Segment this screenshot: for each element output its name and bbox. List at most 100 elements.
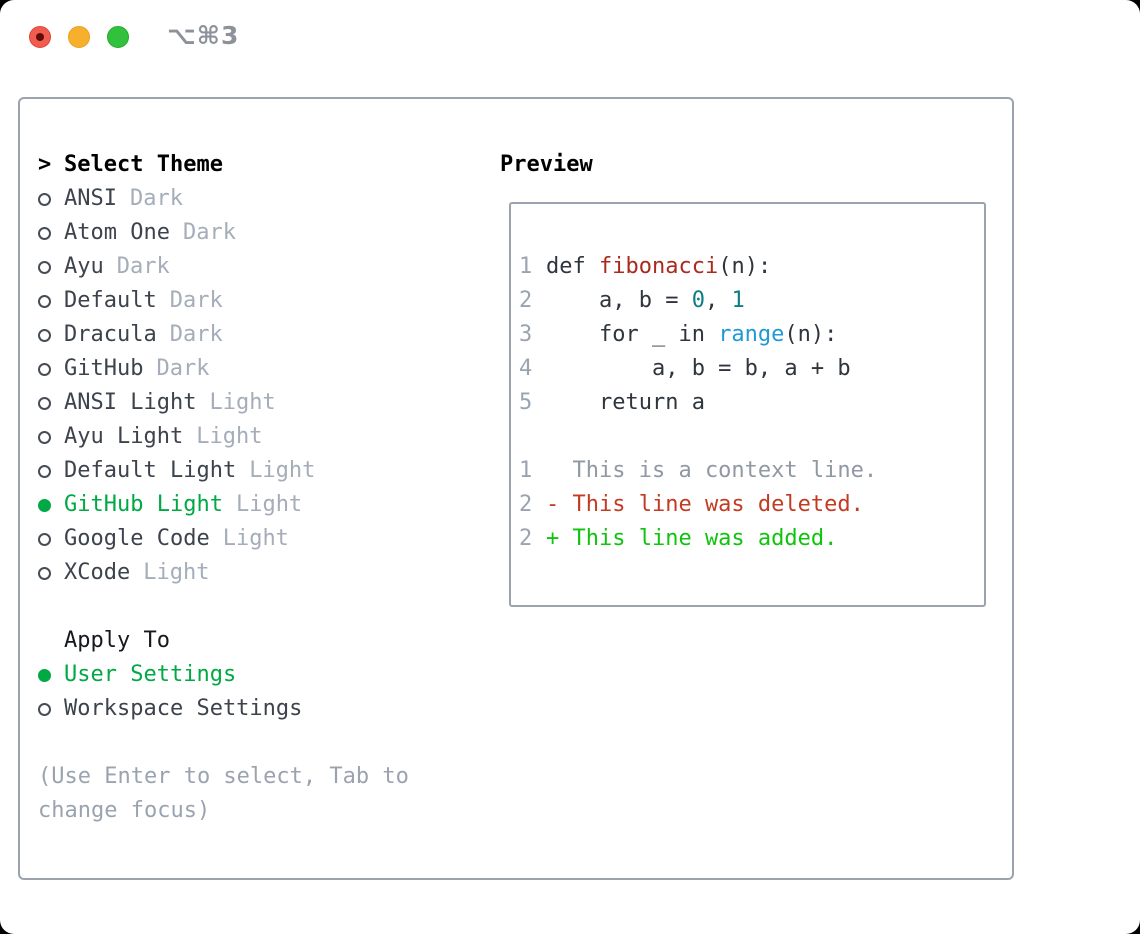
radio-unselected-icon	[38, 260, 51, 274]
radio-unselected-icon	[38, 464, 51, 478]
radio-marker	[38, 226, 64, 240]
radio-unselected-icon	[38, 566, 51, 580]
theme-option-xcode-light[interactable]: XCode Light	[38, 556, 478, 590]
preview-label: Preview	[500, 152, 593, 177]
radio-marker	[38, 260, 64, 274]
radio-unselected-icon	[38, 226, 51, 240]
apply-to-header: Apply To	[38, 624, 478, 658]
line-number: 2	[519, 526, 533, 551]
radio-unselected-icon	[38, 192, 51, 206]
code-token-default: for _ in	[546, 322, 719, 347]
code-line: 2 a, b = 0, 1	[519, 284, 984, 318]
radio-selected-icon	[38, 668, 51, 682]
code-token-default: def	[546, 254, 599, 279]
radio-marker	[38, 328, 64, 342]
code-token-context: This is a context line.	[546, 458, 878, 483]
unsaved-dot-icon	[36, 33, 44, 41]
line-number: 1	[519, 254, 533, 279]
radio-marker	[38, 294, 64, 308]
theme-variant-tag: Dark	[169, 322, 223, 347]
code-line: 2 + This line was added.	[519, 522, 984, 556]
code-token-added: + This line was added.	[546, 526, 838, 551]
code-line	[519, 420, 984, 454]
theme-option-dracula-dark[interactable]: Dracula Dark	[38, 318, 478, 352]
code-line: 2- This line was deleted.	[519, 488, 984, 522]
code-token-number: 0	[691, 288, 705, 313]
theme-name: ANSI	[64, 186, 117, 211]
theme-variant-tag: Dark	[182, 220, 236, 245]
code-token-default: a, b = b, a + b	[546, 356, 851, 381]
radio-unselected-icon	[38, 532, 51, 546]
radio-marker	[38, 668, 64, 682]
apply-option-name: Workspace Settings	[64, 696, 303, 721]
radio-marker	[38, 192, 64, 206]
theme-name: Atom One	[64, 220, 170, 245]
minimize-button[interactable]	[68, 26, 90, 48]
theme-option-default-light-light[interactable]: Default Light Light	[38, 454, 478, 488]
theme-name: Ayu Light	[64, 424, 184, 449]
theme-variant-tag: Light	[235, 492, 303, 517]
select-theme-header: > Select Theme	[38, 148, 478, 182]
theme-variant-tag: Light	[143, 560, 210, 585]
theme-variant-tag: Dark	[116, 254, 170, 279]
code-line: 3 for _ in range(n):	[519, 318, 984, 352]
hint-text: (Use Enter to select, Tab to change focu…	[38, 764, 409, 823]
radio-unselected-icon	[38, 396, 51, 410]
theme-name: XCode	[64, 560, 131, 585]
close-button[interactable]	[29, 26, 51, 48]
radio-unselected-icon	[38, 328, 51, 342]
select-theme-label: Select Theme	[64, 152, 223, 177]
code-token-function: fibonacci	[598, 254, 719, 279]
theme-name: Default Light	[64, 458, 237, 483]
theme-name: ANSI Light	[64, 390, 197, 415]
line-number: 4	[519, 356, 533, 381]
theme-option-atom-one-dark[interactable]: Atom One Dark	[38, 216, 478, 250]
theme-variant-tag: Light	[249, 458, 316, 483]
theme-option-github-light-light[interactable]: GitHub Light Light	[38, 488, 478, 522]
theme-name: Default	[64, 288, 157, 313]
radio-marker	[38, 430, 64, 444]
apply-option-user-settings[interactable]: User Settings	[38, 658, 478, 692]
line-number	[519, 420, 546, 454]
radio-marker	[38, 498, 64, 512]
zoom-button[interactable]	[107, 26, 129, 48]
theme-name: GitHub	[64, 356, 144, 381]
code-token-number: 1	[731, 288, 745, 313]
window-title: ⌥⌘3	[167, 21, 240, 50]
code-token-default: ,	[704, 288, 732, 313]
code-line: 1 This is a context line.	[519, 454, 984, 488]
theme-variant-tag: Dark	[169, 288, 223, 313]
theme-option-ansi-dark[interactable]: ANSI Dark	[38, 182, 478, 216]
apply-option-workspace-settings[interactable]: Workspace Settings	[38, 692, 478, 726]
line-number: 2	[519, 288, 533, 313]
radio-marker	[38, 362, 64, 376]
code-line: 4 a, b = b, a + b	[519, 352, 984, 386]
theme-variant-tag: Light	[196, 424, 263, 449]
theme-name: Google Code	[64, 526, 210, 551]
line-number: 3	[519, 322, 533, 347]
theme-variant-tag: Dark	[129, 186, 183, 211]
radio-unselected-icon	[38, 430, 51, 444]
radio-marker	[38, 566, 64, 580]
code-token-deleted: - This line was deleted.	[546, 492, 864, 517]
theme-option-ayu-dark[interactable]: Ayu Dark	[38, 250, 478, 284]
theme-variant-tag: Dark	[156, 356, 210, 381]
code-token-default: return a	[546, 390, 705, 415]
theme-option-ayu-light-light[interactable]: Ayu Light Light	[38, 420, 478, 454]
theme-option-default-dark[interactable]: Default Dark	[38, 284, 478, 318]
theme-option-github-dark[interactable]: GitHub Dark	[38, 352, 478, 386]
theme-option-google-code-light[interactable]: Google Code Light	[38, 522, 478, 556]
radio-marker	[38, 396, 64, 410]
theme-name: Ayu	[64, 254, 104, 279]
theme-variant-tag: Light	[222, 526, 289, 551]
theme-name: Dracula	[64, 322, 157, 347]
radio-marker	[38, 702, 64, 716]
titlebar: ⌥⌘3	[0, 0, 1140, 74]
theme-name: GitHub Light	[64, 492, 223, 517]
